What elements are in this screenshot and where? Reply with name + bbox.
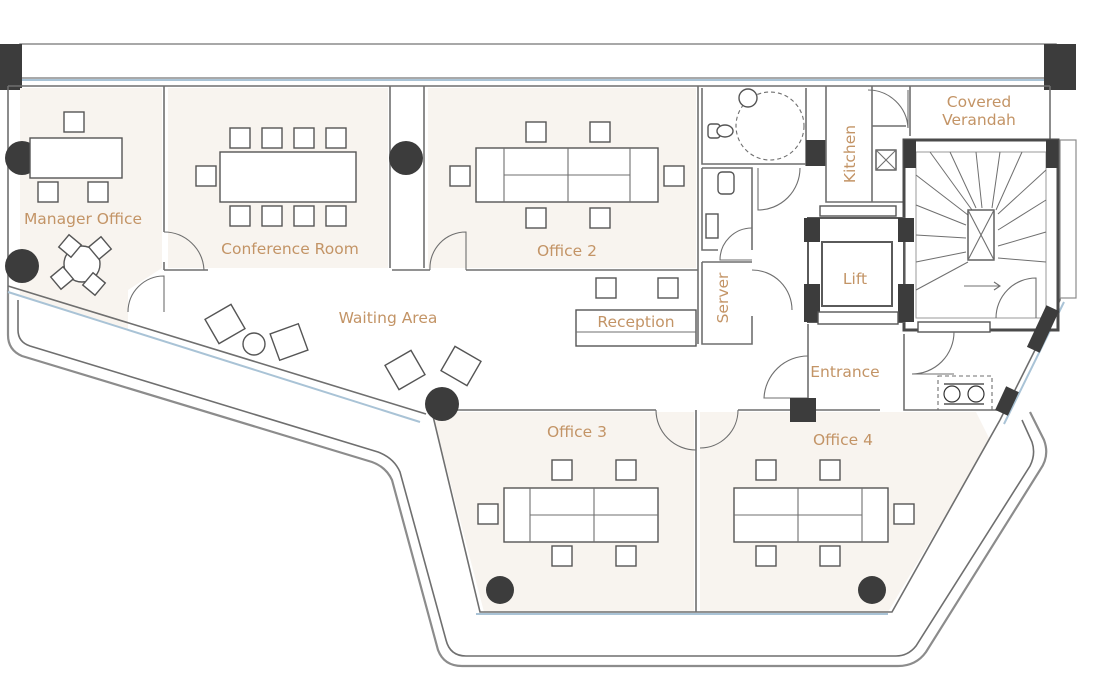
manager-desk: [29, 137, 123, 179]
chair: [595, 277, 617, 299]
wc2-door-arc: [719, 227, 753, 261]
stair-well-x2: [967, 209, 995, 261]
facade-block-1: [1026, 305, 1060, 353]
balcony-inner: [17, 300, 1035, 657]
toilet-bowl-icon: [716, 124, 734, 138]
chair: [49, 265, 75, 291]
lift-block-tl: [804, 218, 820, 242]
server-walls: [701, 261, 753, 345]
chair: [657, 277, 679, 299]
wc-walls: [701, 88, 807, 251]
column: [5, 249, 39, 283]
fire-box: [917, 321, 991, 333]
server-door-arc: [751, 269, 793, 311]
conference-room-label: Conference Room: [221, 240, 359, 258]
chair: [63, 111, 85, 133]
stair-steps: [915, 151, 1047, 291]
wc-shower-circle: [735, 91, 805, 161]
reception-label: Reception: [597, 313, 674, 331]
accessible-toilet-icon: [937, 375, 993, 411]
right-edge-frame: [1059, 139, 1077, 299]
sink-icon: [705, 213, 719, 239]
top-roof-band: [19, 43, 1057, 79]
waiting-area-label: Waiting Area: [339, 309, 438, 327]
entrance-door-right: [911, 331, 955, 375]
manager-door-2-arc: [127, 275, 165, 313]
wall-office3-bottom-line: [431, 411, 1001, 613]
kitchen-appliance-x2: [875, 149, 897, 171]
lift-block-bl: [804, 284, 820, 322]
office-4-label: Office 4: [813, 431, 873, 449]
covered-verandah-label-1: Covered: [947, 93, 1011, 111]
entrance-door-left: [763, 355, 809, 399]
corner-block-right: [1044, 44, 1076, 90]
facade-block-2: [995, 386, 1019, 416]
office-2-label: Office 2: [537, 242, 597, 260]
manager-office-label: Manager Office: [24, 210, 142, 228]
conference-table: [219, 151, 357, 203]
manager-door-arc: [163, 231, 205, 271]
stair-direction-arrow: [964, 281, 1001, 291]
kitchen-door-arc: [867, 89, 909, 129]
lift-block-tr: [898, 218, 914, 242]
balcony-outline: [6, 290, 1048, 668]
office-3-desks: [477, 459, 659, 567]
lift-label: Lift: [843, 270, 867, 288]
lift-sill-bottom: [817, 311, 899, 325]
conference-chairs: [195, 127, 347, 227]
stair-door-arc: [995, 277, 1037, 319]
chair: [81, 271, 107, 297]
office-2-desks: [449, 121, 685, 229]
entrance-column: [790, 398, 816, 422]
kitchen-label: Kitchen: [841, 125, 859, 183]
toilet-2-tank: [717, 171, 735, 195]
manager-office-floor: [20, 88, 162, 330]
corner-block-left: [0, 44, 22, 90]
left-exterior-line: [7, 285, 427, 415]
chair: [87, 235, 113, 261]
wc-dark-block: [806, 140, 826, 166]
chair: [87, 181, 109, 203]
reception-desk: [575, 309, 697, 347]
verandah-walls: [909, 86, 1051, 140]
kitchen-walls: [825, 86, 906, 203]
office4-door-arc: [699, 409, 739, 449]
column: [425, 387, 459, 421]
left-glazing: [7, 291, 421, 423]
lift-car: [821, 241, 893, 307]
office-3-label: Office 3: [547, 423, 607, 441]
wall-conference-right: [389, 86, 425, 268]
chair: [37, 181, 59, 203]
wc-door-arc: [757, 167, 801, 211]
stair-core-blocks: [904, 140, 916, 168]
stair-core-block-2: [1046, 140, 1058, 168]
column: [389, 141, 423, 175]
entrance-label: Entrance: [810, 363, 879, 381]
waiting-armchairs: [204, 303, 482, 391]
office-4-desks: [733, 459, 915, 567]
lift-sill-top: [819, 205, 897, 217]
chair: [57, 233, 83, 259]
office2-door-arc: [429, 231, 467, 271]
lift-block-br: [898, 284, 914, 322]
server-label: Server: [714, 272, 732, 323]
wheelchair-icon: [943, 383, 985, 405]
column: [858, 576, 886, 604]
covered-verandah-label-2: Verandah: [942, 111, 1016, 129]
office3-door-arc: [655, 409, 697, 451]
column: [486, 576, 514, 604]
washbasin-icon: [738, 88, 758, 108]
